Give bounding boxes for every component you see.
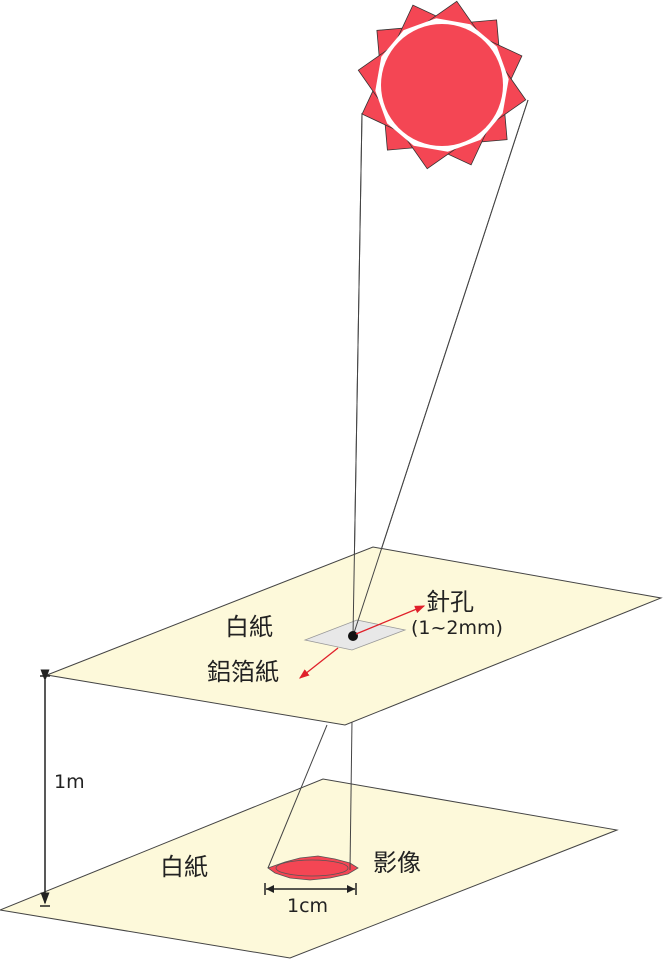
- image-size-label: 1cm: [287, 895, 329, 917]
- pinhole-label: 針孔: [426, 588, 474, 616]
- foil-pointer-arrow: [298, 647, 339, 679]
- projected-image: [267, 855, 359, 881]
- image-label: 影像: [373, 849, 421, 877]
- ray-line: [349, 719, 353, 871]
- ray-line: [267, 724, 328, 869]
- pinhole-pointer-arrow: [355, 605, 426, 635]
- distance-label: 1m: [54, 771, 85, 793]
- foil-label: 鋁箔紙: [207, 658, 279, 686]
- sun-icon: [357, 0, 527, 170]
- pinhole-size-label: (1~2mm): [411, 617, 503, 639]
- top-paper-label: 白紙: [225, 613, 273, 641]
- pinhole-dot: [348, 631, 358, 641]
- bottom-paper-label: 白紙: [160, 853, 208, 881]
